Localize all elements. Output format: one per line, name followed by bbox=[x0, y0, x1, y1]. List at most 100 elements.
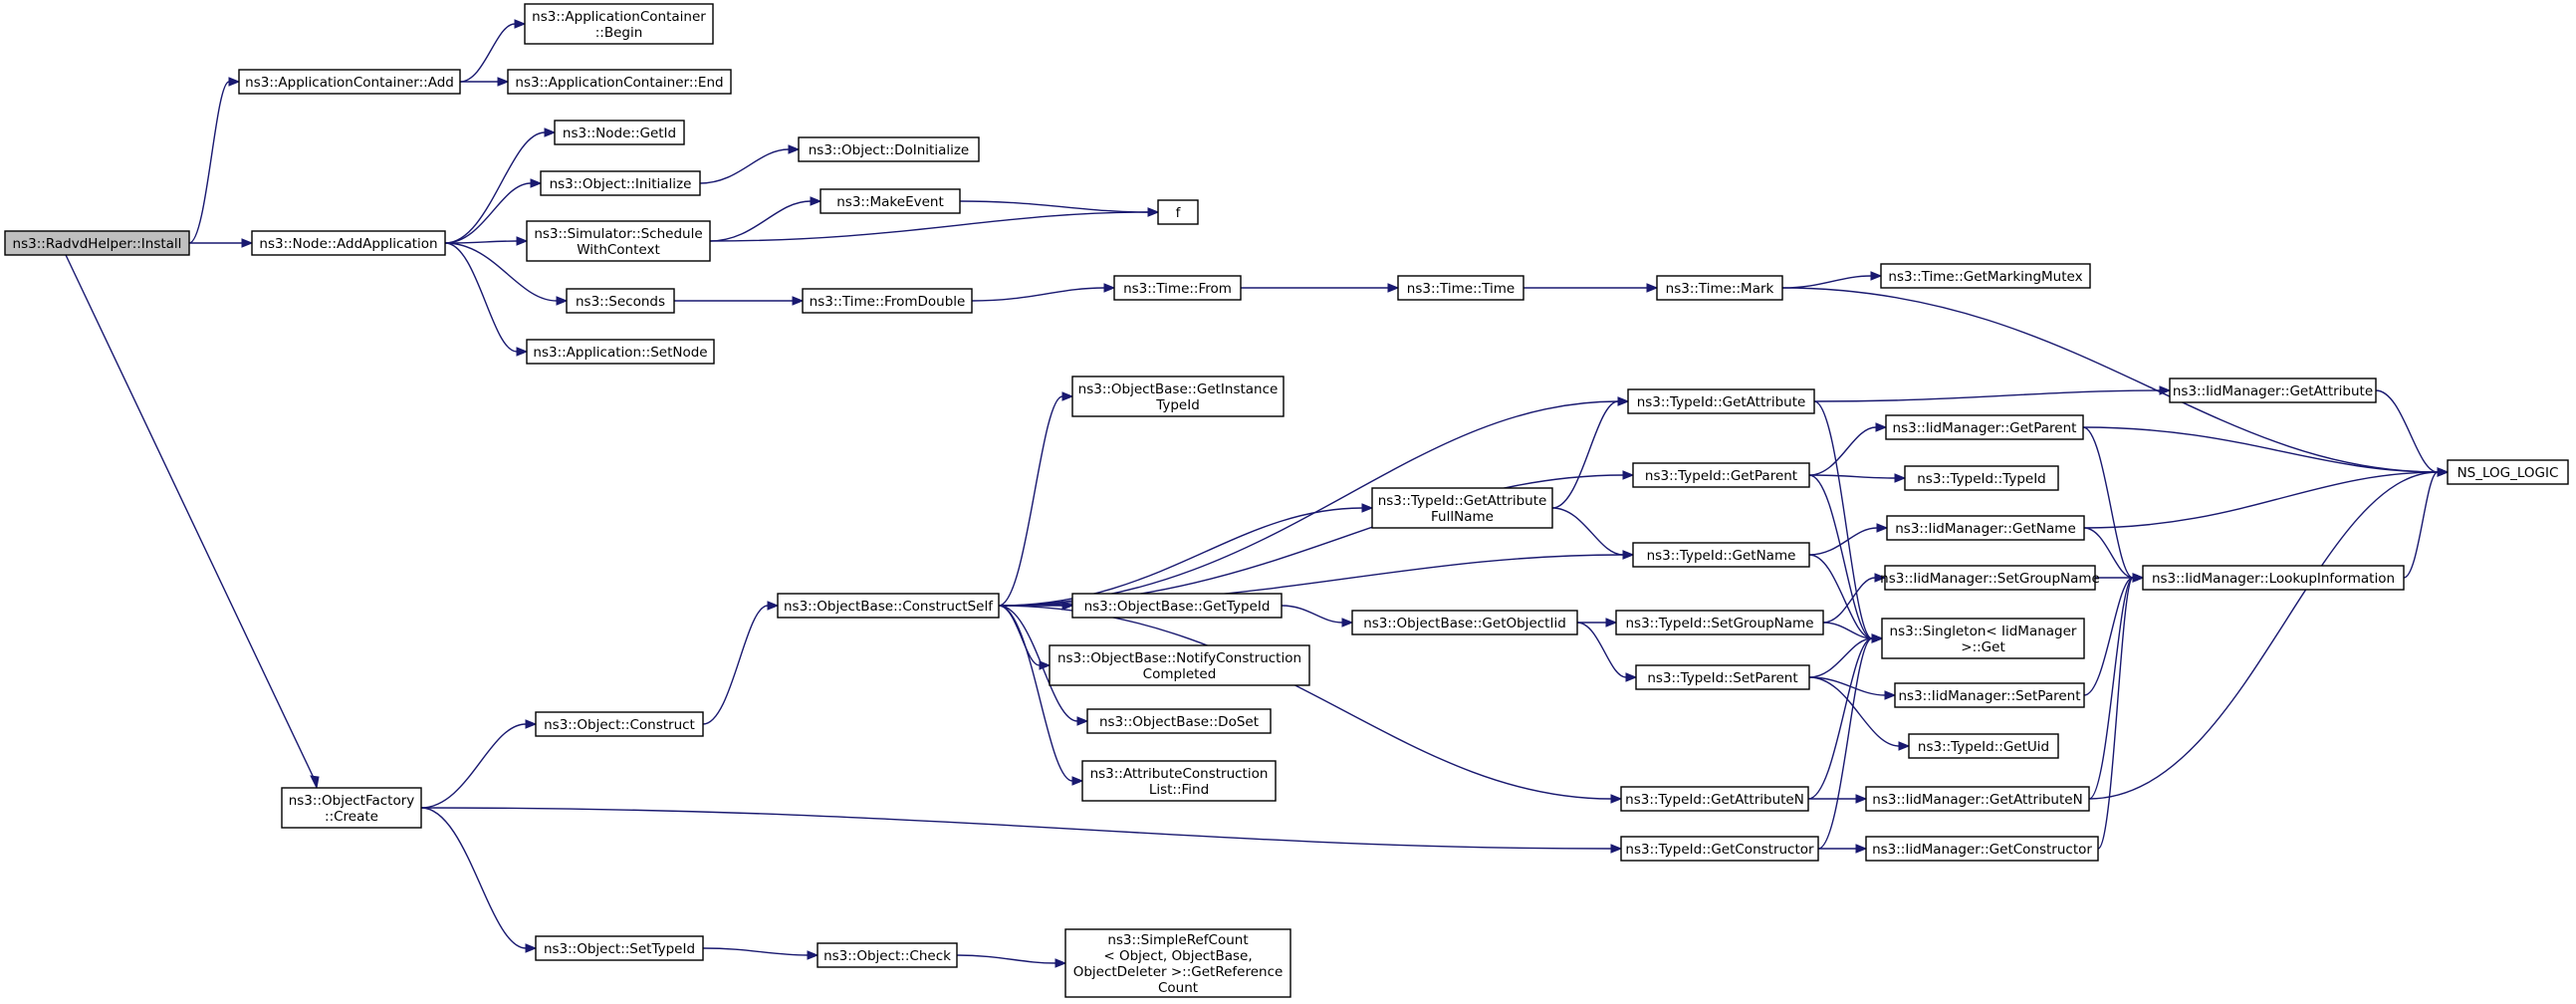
edge-arrowhead bbox=[1076, 716, 1089, 726]
edge-line bbox=[702, 947, 809, 956]
node-f[interactable]: f bbox=[1157, 199, 1199, 225]
node-time-fromdouble[interactable]: ns3::Time::FromDouble bbox=[802, 288, 973, 314]
node-label: ns3::Node::GetId bbox=[563, 126, 676, 141]
node-appcont-end[interactable]: ns3::ApplicationContainer::End bbox=[507, 69, 732, 95]
edge-node-addapp-to-object-initialize bbox=[444, 178, 543, 244]
node-simplerefcount-getref[interactable]: ns3::SimpleRefCount< Object, ObjectBase,… bbox=[1064, 928, 1291, 998]
edge-line bbox=[1781, 287, 2439, 473]
node-iid-setgroupname[interactable]: ns3::IidManager::SetGroupName bbox=[1880, 565, 2100, 591]
node-typeid-getattribute[interactable]: ns3::TypeId::GetAttribute bbox=[1627, 388, 1815, 414]
node-typeid-getuid[interactable]: ns3::TypeId::GetUid bbox=[1908, 733, 2059, 759]
node-objectfactory-create[interactable]: ns3::ObjectFactory::Create bbox=[281, 787, 422, 829]
node-typeid-getconstructor[interactable]: ns3::TypeId::GetConstructor bbox=[1620, 836, 1819, 862]
node-label: ns3::Object::DoInitialize bbox=[809, 142, 970, 158]
edge-ob-constructself-to-attrconstruction-find bbox=[998, 605, 1084, 786]
node-seconds[interactable]: ns3::Seconds bbox=[566, 288, 675, 314]
node-iid-getattribute[interactable]: ns3::IidManager::GetAttribute bbox=[2169, 377, 2377, 403]
edge-line bbox=[1817, 637, 1873, 850]
edge-iid-getattribute-to-ns-log-logic bbox=[2375, 389, 2450, 477]
edge-iid-lookupinfo-to-ns-log-logic bbox=[2403, 467, 2450, 579]
edge-line bbox=[1781, 275, 1872, 289]
node-label: FullName bbox=[1431, 509, 1494, 525]
node-iid-getattributen[interactable]: ns3::IidManager::GetAttributeN bbox=[1865, 786, 2090, 812]
node-typeid-setparent[interactable]: ns3::TypeId::SetParent bbox=[1635, 664, 1810, 690]
node-makeevent[interactable]: ns3::MakeEvent bbox=[820, 188, 961, 214]
edge-line bbox=[2083, 577, 2134, 696]
node-node-addapp[interactable]: ns3::Node::AddApplication bbox=[251, 230, 446, 256]
edge-typeid-getattrfullname-to-typeid-getname bbox=[1551, 507, 1635, 560]
node-label: ns3::IidManager::GetConstructor bbox=[1872, 842, 2092, 858]
node-radvd-install[interactable]: ns3::RadvdHelper::Install bbox=[4, 230, 190, 256]
edge-line bbox=[1822, 622, 1873, 639]
node-label: ns3::ObjectBase::DoSet bbox=[1099, 714, 1259, 730]
edge-sim-schedule-to-makeevent bbox=[709, 196, 822, 242]
node-object-initialize[interactable]: ns3::Object::Initialize bbox=[540, 170, 701, 196]
node-ob-notifyconstruction[interactable]: ns3::ObjectBase::NotifyConstructionCompl… bbox=[1049, 644, 1310, 686]
node-label: ns3::Time::Mark bbox=[1666, 281, 1774, 297]
node-iid-getname[interactable]: ns3::IidManager::GetName bbox=[1886, 515, 2085, 541]
node-ob-getobjectiid[interactable]: ns3::ObjectBase::GetObjectIid bbox=[1351, 610, 1578, 635]
node-appcont-begin[interactable]: ns3::ApplicationContainer::Begin bbox=[524, 3, 714, 45]
edge-radvd-install-to-appcont-add bbox=[188, 77, 241, 244]
node-ns-log-logic[interactable]: NS_LOG_LOGIC bbox=[2447, 459, 2569, 485]
node-box bbox=[2142, 565, 2405, 591]
edge-time-from-to-time-time bbox=[1241, 283, 1400, 293]
node-label: ns3::ObjectBase::GetInstance bbox=[1078, 381, 1279, 397]
node-box bbox=[1113, 275, 1242, 301]
edge-iid-getname-to-ns-log-logic bbox=[2083, 467, 2450, 529]
edge-typeid-getparent-to-typeid-typeid bbox=[1808, 473, 1907, 483]
node-box bbox=[535, 935, 704, 961]
node-time-time[interactable]: ns3::Time::Time bbox=[1397, 275, 1524, 301]
edge-arrowhead bbox=[525, 943, 538, 953]
node-time-from[interactable]: ns3::Time::From bbox=[1113, 275, 1242, 301]
node-box bbox=[802, 288, 973, 314]
edge-line bbox=[1808, 676, 1900, 747]
node-box bbox=[238, 69, 461, 95]
node-typeid-getparent[interactable]: ns3::TypeId::GetParent bbox=[1632, 462, 1810, 488]
call-edges bbox=[65, 19, 2450, 968]
node-iid-setparent[interactable]: ns3::IidManager::SetParent bbox=[1894, 682, 2085, 708]
node-object-construct[interactable]: ns3::Object::Construct bbox=[535, 711, 704, 737]
node-iid-lookupinfo[interactable]: ns3::IidManager::LookupInformation bbox=[2142, 565, 2405, 591]
node-time-getmarkingmutex[interactable]: ns3::Time::GetMarkingMutex bbox=[1880, 263, 2091, 289]
node-app-setnode[interactable]: ns3::Application::SetNode bbox=[526, 339, 715, 365]
node-typeid-setgroupname[interactable]: ns3::TypeId::SetGroupName bbox=[1615, 610, 1824, 635]
node-object-check[interactable]: ns3::Object::Check bbox=[817, 942, 958, 968]
edge-typeid-getattributen-to-iid-getattributen bbox=[1808, 794, 1868, 804]
node-iid-getconstructor[interactable]: ns3::IidManager::GetConstructor bbox=[1865, 836, 2099, 862]
node-time-mark[interactable]: ns3::Time::Mark bbox=[1656, 275, 1783, 301]
node-object-doinitialize[interactable]: ns3::Object::DoInitialize bbox=[798, 136, 980, 162]
node-ob-constructself[interactable]: ns3::ObjectBase::ConstructSelf bbox=[777, 593, 1000, 619]
node-ob-doset[interactable]: ns3::ObjectBase::DoSet bbox=[1086, 708, 1272, 734]
node-typeid-getattributen[interactable]: ns3::TypeId::GetAttributeN bbox=[1620, 786, 1809, 812]
node-label: ns3::Object::Check bbox=[823, 948, 951, 964]
node-typeid-getname[interactable]: ns3::TypeId::GetName bbox=[1632, 542, 1810, 568]
node-box bbox=[1632, 542, 1810, 568]
node-node-getid[interactable]: ns3::Node::GetId bbox=[554, 120, 685, 145]
node-object-settypeid[interactable]: ns3::Object::SetTypeId bbox=[535, 935, 704, 961]
node-label: ns3::ApplicationContainer::Add bbox=[245, 75, 454, 91]
node-typeid-typeid[interactable]: ns3::TypeId::TypeId bbox=[1904, 465, 2059, 491]
edge-ob-getobjectiid-to-typeid-setparent bbox=[1576, 622, 1638, 682]
node-iid-getparent[interactable]: ns3::IidManager::GetParent bbox=[1885, 414, 2084, 440]
node-box bbox=[1371, 487, 1553, 529]
edge-time-fromdouble-to-time-from bbox=[971, 283, 1116, 302]
edge-line bbox=[1808, 554, 1873, 639]
edge-line bbox=[2088, 577, 2134, 800]
node-singleton-get[interactable]: ns3::Singleton< IidManager >::Get bbox=[1881, 618, 2085, 659]
node-box bbox=[1071, 376, 1285, 417]
edge-arrowhead bbox=[516, 236, 529, 246]
node-label: ObjectDeleter >::GetReference bbox=[1073, 964, 1284, 980]
node-box bbox=[1086, 708, 1272, 734]
node-box bbox=[820, 188, 961, 214]
node-ob-gettypeid[interactable]: ns3::ObjectBase::GetTypeId bbox=[1071, 593, 1283, 619]
node-box bbox=[798, 136, 980, 162]
edge-arrowhead bbox=[2159, 385, 2172, 395]
edge-line bbox=[998, 605, 1073, 782]
node-appcont-add[interactable]: ns3::ApplicationContainer::Add bbox=[238, 69, 461, 95]
edge-radvd-install-to-node-addapp bbox=[189, 238, 254, 248]
